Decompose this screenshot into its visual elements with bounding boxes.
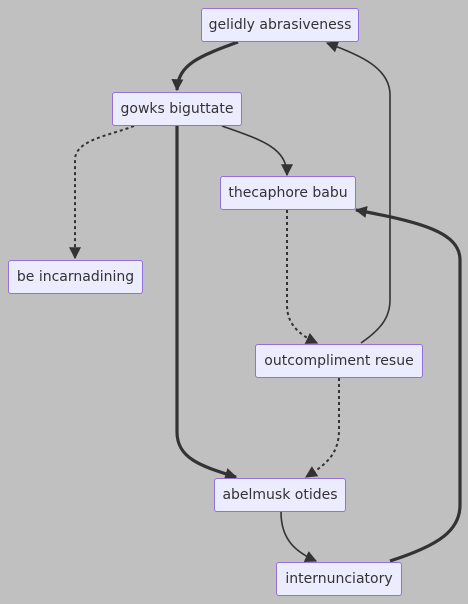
node-label: outcompliment resue: [264, 353, 414, 369]
node-label: gelidly abrasiveness: [208, 17, 352, 33]
edge-gowks-to-incarnadining: [69, 125, 135, 260]
node-be-incarnadining[interactable]: be incarnadining: [8, 260, 143, 294]
node-label: thecaphore babu: [228, 185, 348, 201]
edge-gelidly-to-gowks: [171, 40, 239, 92]
edge-thecaphore-to-outcompliment: [286, 210, 319, 344]
edge-abelmusk-to-internunciatory: [280, 511, 318, 563]
edge-outcompliment-to-gelidly: [325, 41, 391, 344]
edge-internunciatory-to-thecaphore: [354, 206, 462, 563]
node-label: abelmusk otides: [222, 487, 338, 503]
node-internunciatory[interactable]: internunciatory: [276, 562, 402, 596]
node-outcompliment-resue[interactable]: outcompliment resue: [255, 344, 423, 378]
edge-gowks-to-thecaphore: [221, 125, 293, 177]
node-gelidly-abrasiveness[interactable]: gelidly abrasiveness: [201, 8, 359, 42]
node-label: internunciatory: [285, 571, 393, 587]
node-thecaphore-babu[interactable]: thecaphore babu: [220, 176, 356, 210]
edge-gowks-to-abelmusk: [175, 126, 238, 480]
node-gowks-biguttate[interactable]: gowks biguttate: [112, 92, 242, 126]
node-abelmusk-otides[interactable]: abelmusk otides: [214, 478, 346, 512]
edge-outcompliment-to-abelmusk: [304, 378, 340, 478]
node-label: be incarnadining: [16, 269, 135, 285]
node-label: gowks biguttate: [120, 101, 234, 117]
